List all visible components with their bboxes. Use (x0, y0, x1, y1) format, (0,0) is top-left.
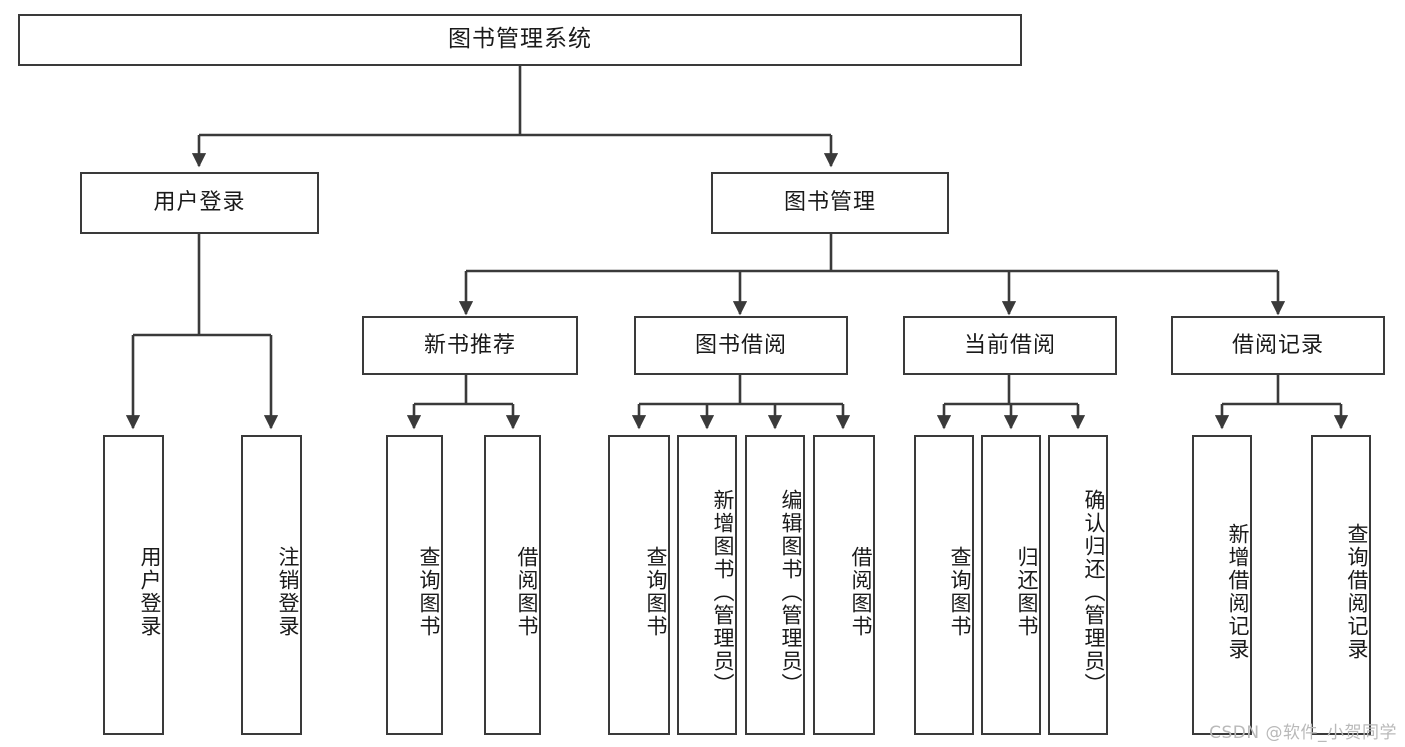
leaf-borrow-book-borrow[interactable]: 借阅图书 (813, 435, 875, 735)
leaf-query-book-recommend[interactable]: 查询图书 (386, 435, 443, 735)
node-label: 借阅记录 (1231, 332, 1324, 358)
node-label: 用户登录 (138, 546, 162, 638)
node-label: 借阅图书 (515, 546, 539, 638)
node-label: 当前借阅 (963, 332, 1056, 358)
node-label: 图书管理系统 (448, 26, 592, 53)
node-user-login[interactable]: 用户登录 (80, 172, 319, 234)
leaf-query-borrowing-record[interactable]: 查询借阅记录 (1311, 435, 1371, 735)
node-label: 注销登录 (276, 546, 300, 638)
node-label: 查询借阅记录 (1345, 523, 1369, 661)
node-label: 编辑图书（管理员） (779, 488, 803, 696)
leaf-add-book-admin[interactable]: 新增图书（管理员） (677, 435, 737, 735)
node-label: 查询图书 (644, 546, 668, 638)
node-book-management[interactable]: 图书管理 (711, 172, 949, 234)
node-root-book-management-system[interactable]: 图书管理系统 (18, 14, 1022, 66)
node-label: 新书推荐 (423, 332, 516, 358)
node-label: 归还图书 (1015, 546, 1039, 638)
node-label: 新增借阅记录 (1226, 523, 1250, 661)
node-label: 确认归还（管理员） (1082, 488, 1106, 696)
node-book-borrowing[interactable]: 图书借阅 (634, 316, 848, 375)
leaf-edit-book-admin[interactable]: 编辑图书（管理员） (745, 435, 805, 735)
node-current-borrowing[interactable]: 当前借阅 (903, 316, 1117, 375)
leaf-user-logout[interactable]: 注销登录 (241, 435, 302, 735)
node-new-book-recommendation[interactable]: 新书推荐 (362, 316, 578, 375)
node-borrowing-records[interactable]: 借阅记录 (1171, 316, 1385, 375)
node-label: 图书借阅 (694, 332, 787, 358)
node-label: 图书管理 (783, 190, 876, 216)
node-label: 用户登录 (153, 190, 246, 216)
node-label: 查询图书 (948, 546, 972, 638)
node-label: 查询图书 (417, 546, 441, 638)
leaf-confirm-return-admin[interactable]: 确认归还（管理员） (1048, 435, 1108, 735)
leaf-query-book-current[interactable]: 查询图书 (914, 435, 974, 735)
csdn-watermark: CSDN @软件_小贺同学 (1209, 723, 1397, 743)
leaf-add-borrowing-record[interactable]: 新增借阅记录 (1192, 435, 1252, 735)
node-label: 借阅图书 (849, 546, 873, 638)
leaf-borrow-book-recommend[interactable]: 借阅图书 (484, 435, 541, 735)
leaf-return-book[interactable]: 归还图书 (981, 435, 1041, 735)
leaf-user-login[interactable]: 用户登录 (103, 435, 164, 735)
node-label: 新增图书（管理员） (711, 488, 735, 696)
leaf-query-book-borrow[interactable]: 查询图书 (608, 435, 670, 735)
